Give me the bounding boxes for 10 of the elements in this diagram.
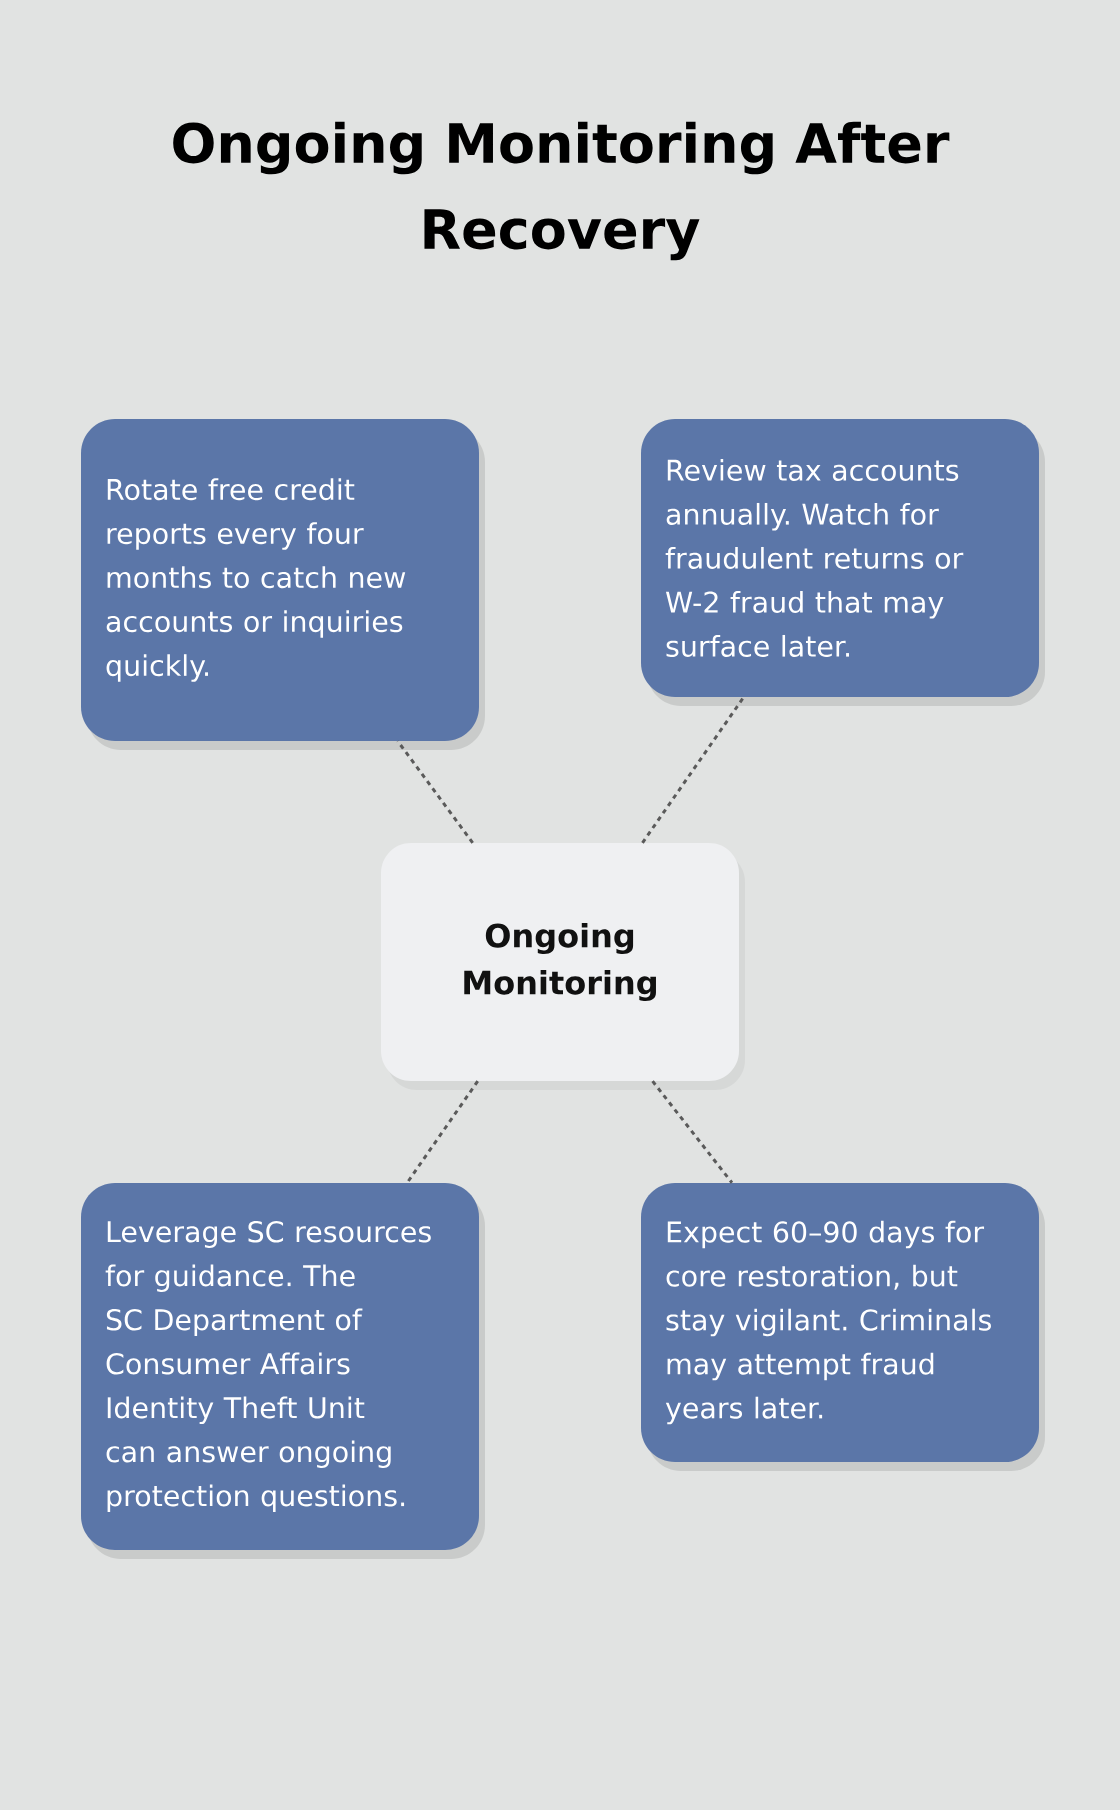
- info-box: Expect 60–90 days for core restoration, but stay vigilant. Criminals may attempt fraud years later.: [641, 1183, 1045, 1471]
- info-box: Leverage SC resources for guidance. The SC Department of Consumer Affairs Identity Theft Unit can answer ongoing protection questions.: [81, 1183, 485, 1559]
- hub-box: Ongoing Monitoring: [381, 843, 745, 1090]
- title: Ongoing Monitoring After Recovery: [173, 121, 950, 261]
- info-box: Review tax accounts annually. Watch for fraudulent returns or W-2 fraud that may surface later.: [641, 419, 1045, 706]
- connector-line: [396, 740, 474, 844]
- connector-line: [641, 696, 745, 844]
- info-box: Rotate free credit reports every four months to catch new accounts or inquiries quickly.: [81, 419, 485, 750]
- connector-line: [651, 1080, 734, 1184]
- connector-line: [405, 1080, 479, 1184]
